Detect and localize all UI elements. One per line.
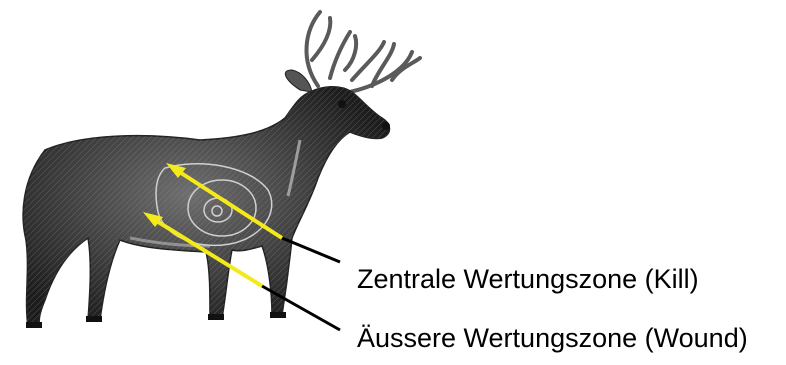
deer-eye	[338, 100, 346, 108]
deer-nose	[382, 122, 390, 130]
antler-left	[306, 12, 384, 86]
wound-zone-label: Äussere Wertungszone (Wound)	[357, 325, 748, 352]
deer-ear	[285, 70, 312, 92]
kill-zone-label: Zentrale Wertungszone (Kill)	[357, 266, 699, 293]
